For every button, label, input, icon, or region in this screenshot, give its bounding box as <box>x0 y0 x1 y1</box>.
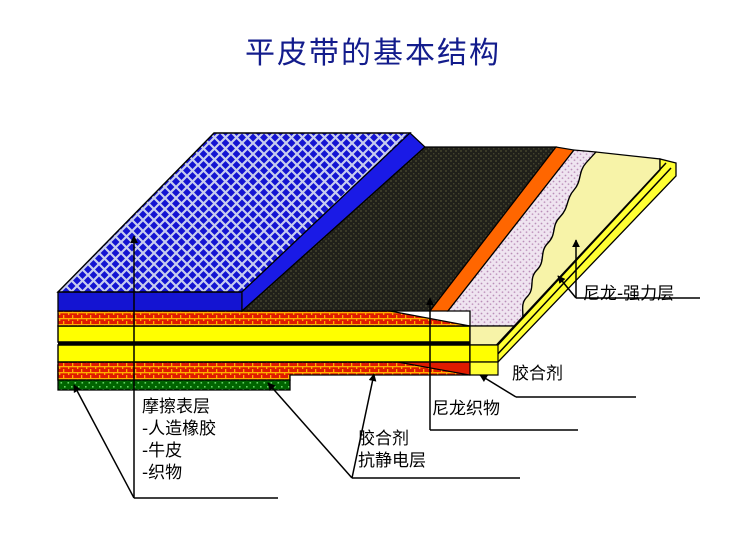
page-title: 平皮带的基本结构 <box>245 36 501 71</box>
cutaway-nylon-strength-face <box>469 151 661 346</box>
ply-separator <box>58 341 470 346</box>
label-nylon-strength: 尼龙-强力层 <box>583 284 675 304</box>
layer-nylon-strength-1 <box>57 325 471 343</box>
layer-adhesive-upper <box>57 310 471 327</box>
cutaway-right-end-block <box>469 344 499 376</box>
layer-friction-front-face <box>57 291 243 312</box>
layer-adhesive-lower <box>57 361 471 381</box>
label-friction-surface: 摩擦表层 -人造橡胶 -牛皮 -织物 <box>142 397 217 484</box>
label-adhesive: 胶合剂 <box>512 364 563 384</box>
layer-nylon-strength-2 <box>57 344 471 363</box>
leader-lines <box>73 235 700 499</box>
label-adhesive-antistatic: 胶合剂 抗静电层 <box>358 429 426 472</box>
belt-body <box>56 132 471 391</box>
label-nylon-fabric: 尼龙织物 <box>432 399 500 419</box>
cutaway-antistatic-face <box>240 146 558 312</box>
